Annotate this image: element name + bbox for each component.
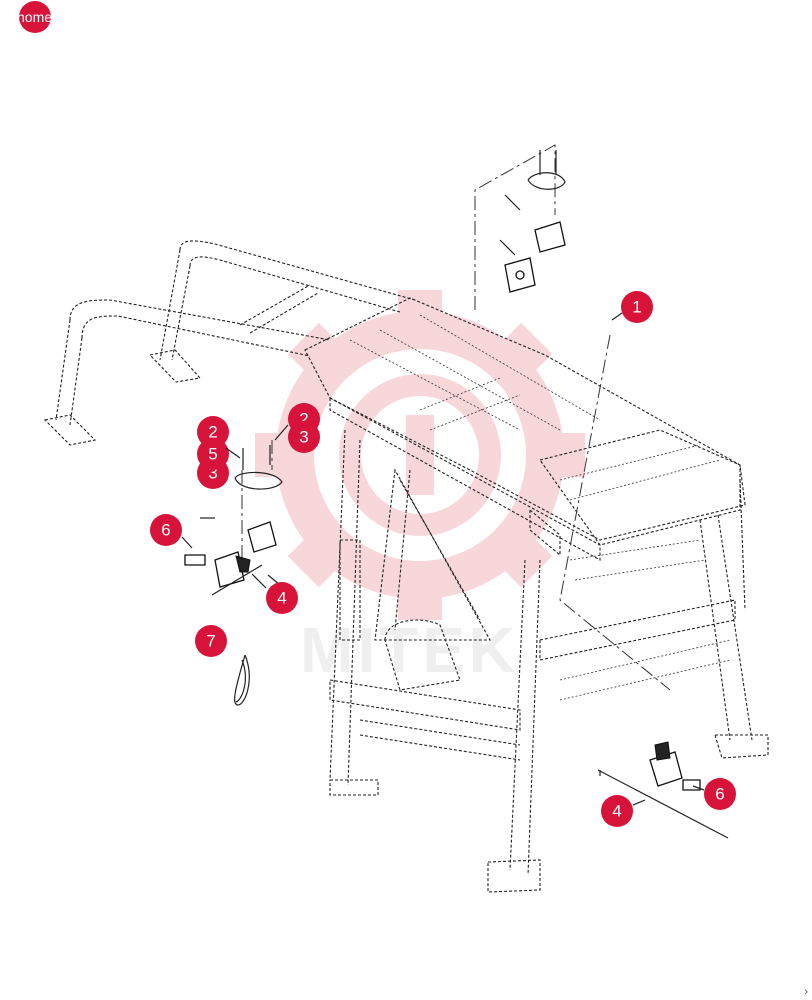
svg-text:6: 6 [161, 521, 170, 540]
svg-text:3: 3 [208, 464, 217, 483]
callout-1[interactable]: 1 [621, 291, 653, 323]
callout-3-right[interactable]: 3 [288, 421, 320, 453]
callout-7[interactable]: 7 [195, 625, 227, 657]
machine-frame [304, 297, 769, 893]
callout-leaders [181, 312, 705, 806]
upper-lamp-assembly [499, 150, 566, 293]
svg-text:5: 5 [208, 445, 217, 464]
strap-part [234, 654, 250, 706]
callout-6-left[interactable]: 6 [150, 514, 182, 546]
assembly-lines [241, 144, 671, 691]
watermark-text: MITEK [300, 614, 519, 686]
callout-6-right[interactable]: 6 [704, 778, 736, 810]
svg-text:2: 2 [208, 423, 217, 442]
watermark-logo: MITEK [255, 290, 585, 686]
home-button[interactable]: home [19, 1, 51, 33]
callout-4-left[interactable]: 4 [266, 582, 298, 614]
callout-4-right[interactable]: 4 [601, 795, 633, 827]
callout-5-left[interactable]: 5 [197, 438, 229, 470]
left-lamp-assembly [184, 445, 283, 596]
roll-bar [43, 240, 416, 446]
svg-text:3: 3 [299, 428, 308, 447]
svg-text:2: 2 [299, 410, 308, 429]
svg-text:4: 4 [612, 802, 621, 821]
corner-chevron: › [804, 986, 808, 998]
svg-text:1: 1 [632, 298, 641, 317]
svg-text:7: 7 [206, 632, 215, 651]
callout-2-left[interactable]: 2 [197, 416, 229, 448]
svg-text:6: 6 [715, 785, 724, 804]
svg-text:4: 4 [277, 589, 286, 608]
